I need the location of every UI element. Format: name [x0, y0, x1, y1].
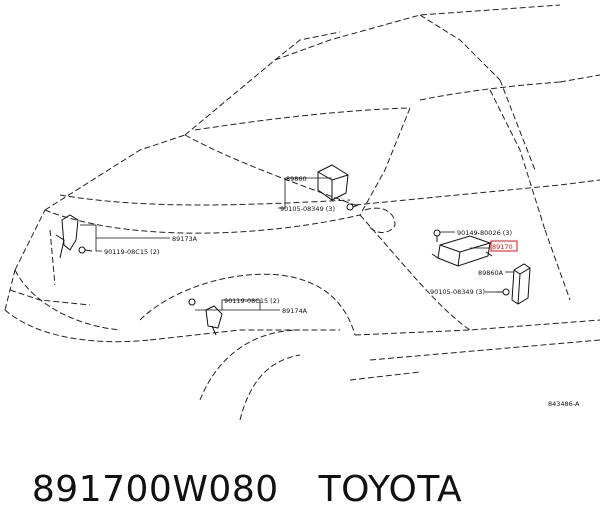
label-89174A: 89174A [282, 307, 308, 315]
label-90105-upper: 90105-08349 (3) [280, 205, 335, 213]
label-89860A: 89860A [478, 269, 504, 277]
label-90149: 90149-80026 (3) [457, 229, 512, 237]
label-90105-lower: 90105-08349 (3) [430, 288, 485, 296]
parts-diagram: 89173A 90119-08C15 (2) 89860 90105-08349… [4, 4, 600, 420]
vehicle-outline [4, 4, 600, 420]
part-89860A-module [511, 263, 531, 305]
bolt-icon [78, 246, 93, 254]
part-89860-module [317, 164, 349, 201]
highlight-box-89170 [490, 240, 518, 252]
label-89860: 89860 [286, 175, 307, 183]
label-89170: 89170 [492, 243, 513, 251]
leader-lines [80, 177, 514, 311]
part-89170-ecu [431, 235, 493, 267]
diagram-reference: 843486-A [548, 400, 580, 408]
label-90119-lower: 90119-08C15 (2) [224, 297, 279, 305]
caption: 891700W080 TOYOTA [8, 428, 598, 510]
part-89173A-bracket [55, 214, 79, 259]
bolt-icon [188, 298, 196, 306]
part-89174A-bracket [205, 305, 223, 336]
label-90119-upper: 90119-08C15 (2) [104, 248, 159, 256]
part-number: 891700W080 [31, 469, 279, 510]
bolt-icon [346, 203, 359, 211]
brand-name: TOYOTA [318, 469, 463, 510]
label-89173A: 89173A [172, 235, 198, 243]
bolt-icon [433, 229, 441, 242]
bolt-icon [497, 288, 510, 296]
